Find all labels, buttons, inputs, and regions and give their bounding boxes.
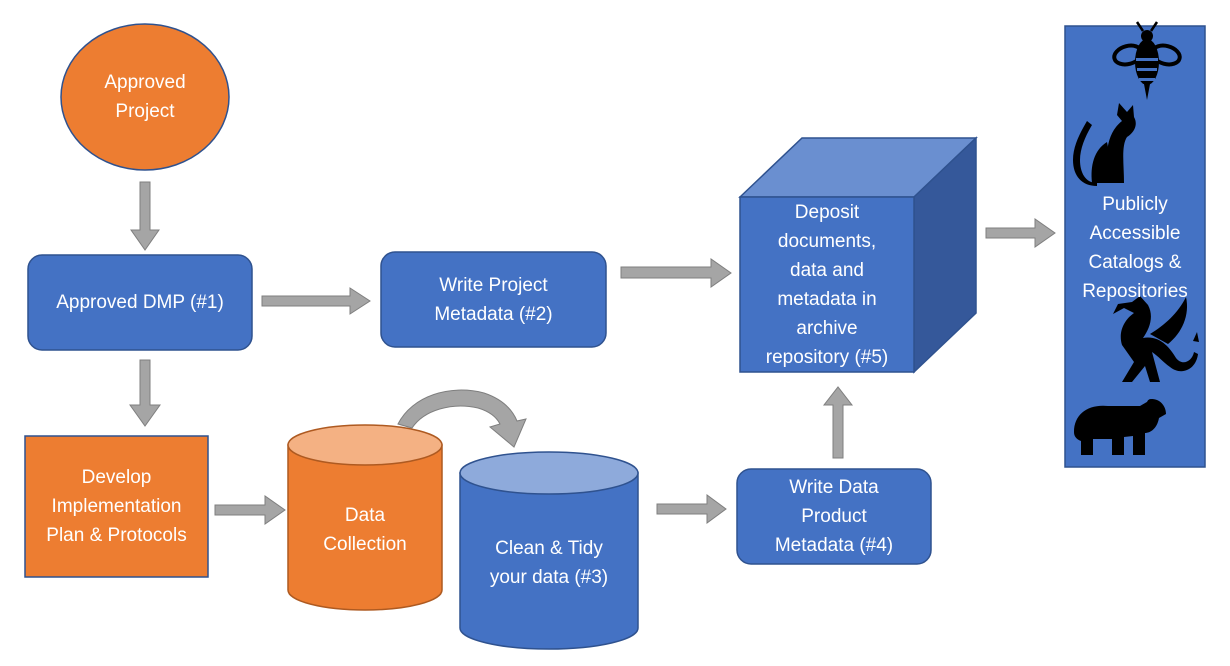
public-catalogs-label: Publicly Accessible Catalogs & Repositor… [1082,194,1188,302]
project-metadata-box [380,251,607,348]
data-collection-cylinder [287,424,443,611]
arrow-metadata-to-deposit [620,258,732,288]
implementation-plan-label: Develop Implementation Plan & Protocols [46,467,187,546]
deposit-label: Deposit documents, data and metadata in … [765,201,889,368]
approved-project-circle [60,23,230,171]
arrow-dmp-to-metadata [261,287,371,315]
arrow-project-to-dmp [130,181,160,251]
dragon-icon [1113,296,1199,382]
product-metadata-label: Write Data Product Metadata (#4) [774,477,894,556]
product-metadata-box [736,468,932,565]
clean-tidy-label: Clean & Tidy your data (#3) [489,538,609,588]
arrow-dmp-to-plan [129,359,161,427]
approved-dmp-box [27,254,253,351]
approved-dmp-label: Approved DMP (#1) [56,292,224,313]
bear-icon [1074,399,1166,455]
arrow-deposit-to-public [985,218,1056,248]
project-metadata-label: Write Project Metadata (#2) [434,274,553,325]
arrow-product-to-deposit [822,386,854,459]
cat-icon [1073,103,1136,186]
arrow-plan-to-collection [214,495,286,525]
data-collection-label: Data Collection [323,505,407,555]
bee-icon [1112,21,1182,100]
clean-tidy-cylinder [459,451,639,650]
public-catalogs-panel [1064,25,1206,468]
curved-arrow-collection-to-clean [397,389,527,448]
deposit-cube [738,136,978,374]
implementation-plan-box [24,435,209,578]
arrow-clean-to-product [656,494,727,524]
approved-project-label: Approved Project [104,72,186,122]
